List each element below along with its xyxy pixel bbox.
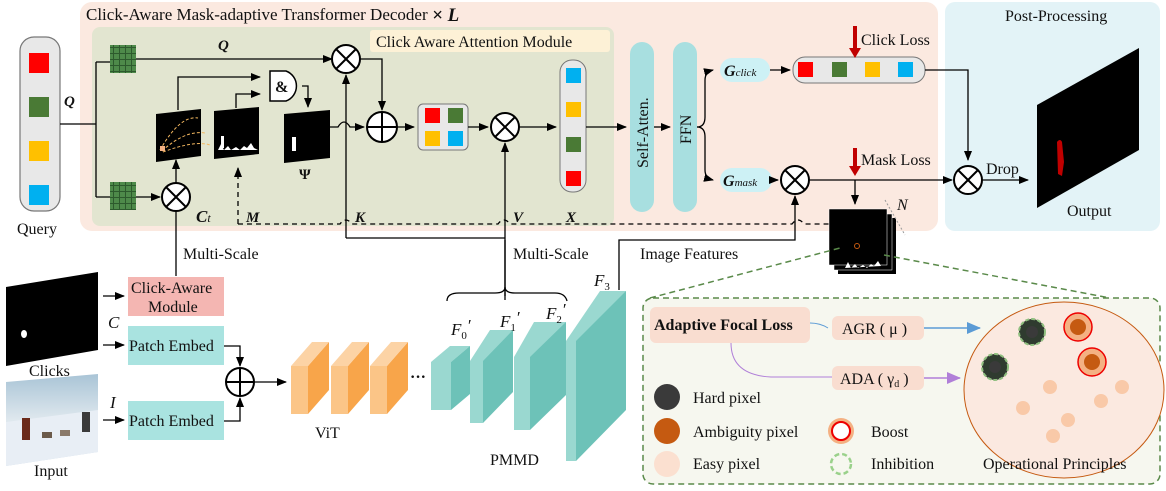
patch-embed-clicks [128,326,224,365]
principles-ellipse [963,301,1165,479]
f1-label: F1′ [499,308,520,334]
f0-label: F0′ [450,316,471,342]
feature-grid-top [110,45,136,73]
agr-box [832,316,924,340]
caam-title: Click Aware Attention Module [376,34,572,51]
patch-embed-input [128,401,224,440]
easy-pixel-label: Easy pixel [693,456,761,473]
query-token [29,185,49,205]
multiply-op-v [490,112,520,142]
self-attention-block [630,42,654,212]
v-label: V [513,210,525,226]
g-click-label: Gclick [724,63,757,80]
x-label: X [565,210,577,226]
decoder-repeat: × L [432,5,459,26]
patch-embed-label-2: Patch Embed [129,413,214,430]
g-mask-node [720,168,772,192]
ambiguity-pixel-label: Ambiguity pixel [693,424,799,441]
click-attention-map [156,109,201,162]
k-label: K [354,210,366,226]
image-features-label: Image Features [640,246,738,263]
afl-title-box [650,307,810,343]
ambiguity-pixel-swatch [654,418,680,444]
ada-box [832,366,924,390]
decoder-title: Click-Aware Mask-adaptive Transformer De… [86,5,428,24]
multi-scale-label-2: Multi-Scale [513,246,589,263]
patch-embed-label-1: Patch Embed [129,338,214,355]
mask-map [214,107,259,159]
vit-block [331,342,369,414]
click-aware-module-line1: Click-Aware [131,280,212,297]
query-q-label: Q [64,94,75,110]
vit-label: ViT [315,425,340,442]
caam-title-bg [370,30,610,52]
mask-stack [828,208,896,274]
query-label: Query [17,221,57,238]
clicks-label: Clicks [29,363,70,380]
f2-label: F2′ [545,300,566,326]
easy-pixel-swatch [654,451,680,477]
inhibition-label: Inhibition [871,456,934,473]
hard-pixel-label: Hard pixel [693,390,762,407]
multiply-op-mask [780,165,810,195]
self-attention-label: Self-Atten. [635,97,652,168]
inhibition-icon [829,452,853,476]
g-mask-label: Gmask [723,173,758,190]
c-label: C [108,313,120,332]
vit-block [291,342,329,414]
ffn-block [673,42,697,212]
psi-map [284,110,330,163]
boost-label: Boost [871,424,909,441]
click-aware-module-line2: Module [148,299,198,316]
query-token [29,53,49,73]
g-click-node [720,58,770,82]
q-label: Q [218,38,229,54]
principles-label: Operational Principles [983,456,1127,473]
and-label: & [275,79,288,96]
ada-label: ADA ( γd ) [840,371,909,390]
i-label: I [109,393,117,412]
psi-label: Ψ [299,167,311,183]
input-image [6,374,98,466]
ellipsis: ··· [410,369,426,386]
ct-label: Ct [196,207,211,226]
output-label: Output [1067,203,1112,220]
clicks-image [6,272,98,366]
f3-label: F3 [593,271,610,293]
query-token [29,141,49,161]
x-tokens [559,59,587,193]
pmmd-blocks [431,291,626,461]
add-op-embed [225,367,255,397]
query-token [29,97,49,117]
vit-blocks [291,342,408,414]
ffn-label: FFN [678,114,695,144]
and-gate [269,70,298,102]
click-aware-module [128,277,224,316]
add-op [366,111,398,143]
input-label: Input [34,463,68,480]
drop-label: Drop [986,161,1019,178]
hard-pixel-swatch [654,384,680,410]
m-label: M [245,210,260,226]
afl-title: Adaptive Focal Loss [654,317,793,334]
mask-loss-label: Mask Loss [861,152,931,169]
pmmd-label: PMMD [490,452,539,469]
n-label: N [896,197,909,214]
feature-grid-bottom [110,182,136,210]
vit-block [370,342,408,414]
post-processing-title: Post-Processing [1005,8,1107,25]
principles-pixels [981,312,1129,443]
boost-icon [828,418,854,444]
agr-label: AGR ( μ ) [842,321,907,338]
multiply-op-ct [161,182,191,212]
multiply-op-qk [331,44,361,74]
query-tokens [29,53,49,205]
multi-scale-label-1: Multi-Scale [183,246,259,263]
click-loss-label: Click Loss [861,32,930,49]
multiply-op-drop [953,165,983,195]
